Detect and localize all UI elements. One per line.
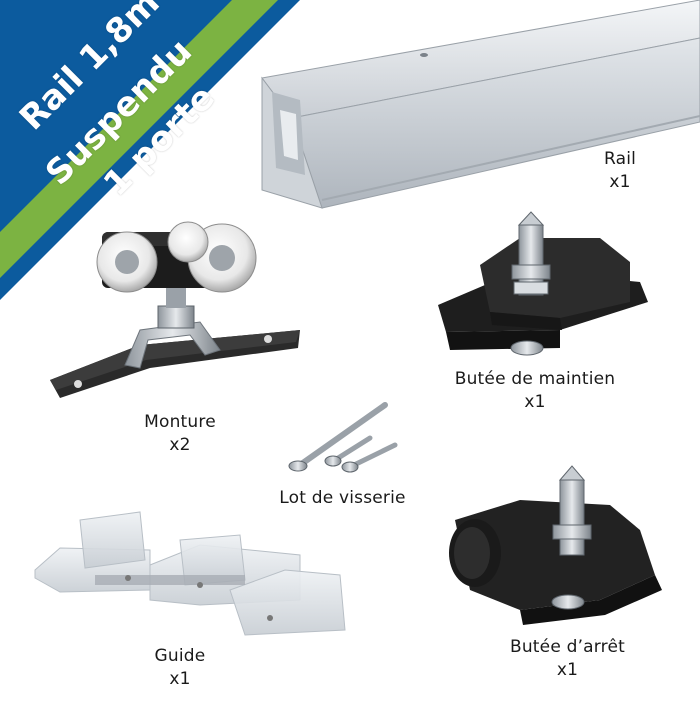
butee-de-maintien-image bbox=[438, 211, 648, 356]
part-qty: x1 bbox=[609, 172, 631, 192]
part-name: Monture bbox=[144, 412, 216, 432]
butee-d-arret-image bbox=[449, 465, 662, 625]
part-name: Butée d’arrêt bbox=[509, 637, 626, 657]
part-qty: x2 bbox=[169, 435, 191, 455]
label-lot-de-visserie: Lot de visserie bbox=[255, 487, 430, 510]
part-name: Guide bbox=[154, 646, 206, 666]
label-rail: Rail x1 bbox=[580, 148, 660, 194]
part-name: Butée de maintien bbox=[454, 369, 616, 389]
label-guide: Guide x1 bbox=[130, 645, 230, 691]
part-qty: x1 bbox=[524, 392, 546, 412]
label-butee-de-maintien: Butée de maintien x1 bbox=[430, 368, 640, 414]
part-qty: x1 bbox=[169, 669, 191, 689]
label-butee-d-arret: Butée d’arrêt x1 bbox=[480, 636, 655, 682]
label-monture: Monture x2 bbox=[120, 411, 240, 457]
guide-image bbox=[34, 511, 346, 636]
part-qty: x1 bbox=[556, 660, 579, 680]
rail-image bbox=[261, 0, 700, 209]
screws-image bbox=[288, 402, 398, 473]
monture-image bbox=[50, 221, 300, 398]
part-name: Lot de visserie bbox=[279, 488, 406, 508]
corner-banner bbox=[0, 0, 300, 300]
part-name: Rail bbox=[603, 149, 637, 169]
